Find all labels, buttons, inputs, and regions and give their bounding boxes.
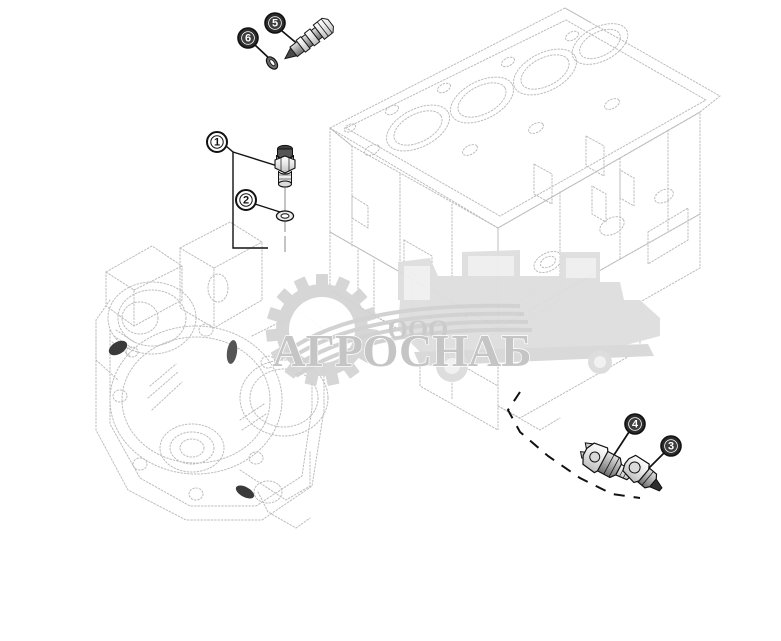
- callout-4[interactable]: 4: [624, 413, 646, 435]
- part-group-1-2: [225, 144, 296, 252]
- callout-4-label: 4: [632, 419, 639, 431]
- locator-dashed-line: [506, 391, 641, 499]
- callouts-layer: 1 2 3 4: [206, 12, 682, 457]
- part-group-5-6: [254, 17, 334, 70]
- callout-3[interactable]: 3: [660, 435, 682, 457]
- callout-2-label: 2: [243, 195, 249, 207]
- seal-washer-part: [265, 56, 279, 70]
- callout-5-label: 5: [272, 18, 278, 30]
- sensor-part: [274, 144, 296, 188]
- watermark-ooo: ООО: [388, 315, 449, 344]
- switch-part: [622, 454, 663, 492]
- callout-5[interactable]: 5: [264, 12, 286, 34]
- callout-6-label: 6: [245, 33, 251, 45]
- callout-3-label: 3: [668, 441, 674, 453]
- sensor-assembly-part: [284, 17, 334, 60]
- watermark-brand: АГРОСНАБ: [272, 325, 531, 376]
- callout-6[interactable]: 6: [237, 27, 259, 49]
- leader-line-1: [225, 145, 268, 249]
- watermark: ООО АГРОСНАБ: [265, 250, 660, 386]
- part-group-3-4: [579, 431, 665, 492]
- field-lines: [284, 303, 533, 378]
- leader-line-2: [254, 203, 281, 213]
- o-ring-part: [275, 210, 295, 222]
- cover-dark-details: [108, 340, 255, 499]
- callout-2[interactable]: 2: [235, 189, 257, 211]
- sender-part: [579, 442, 633, 481]
- callout-1-label: 1: [214, 137, 220, 149]
- leader-line-4: [611, 431, 630, 459]
- callout-1[interactable]: 1: [206, 131, 228, 153]
